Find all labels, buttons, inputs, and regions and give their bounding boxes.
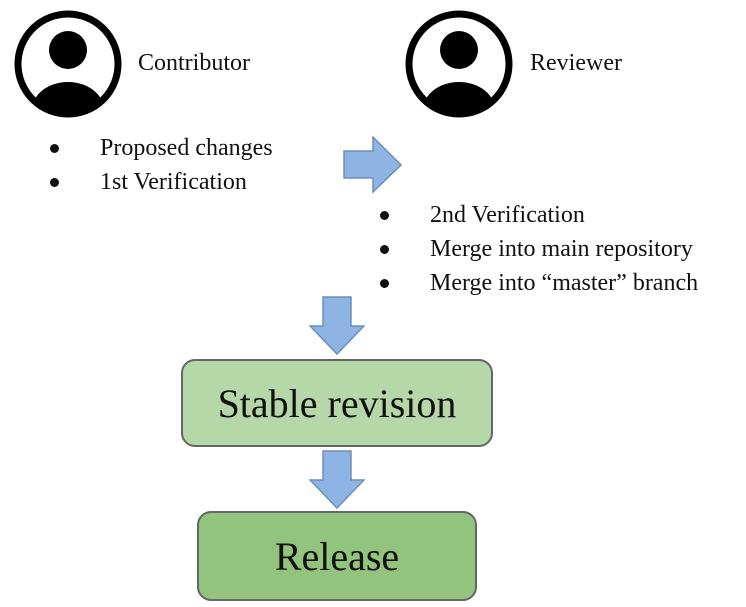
reviewer-label: Reviewer: [530, 50, 622, 76]
reviewer-avatar-icon: [405, 10, 513, 118]
right-arrow-icon: [343, 136, 403, 194]
list-item: Merge into “master” branch: [380, 266, 698, 300]
down-arrow-icon: [309, 296, 365, 356]
list-item: 2nd Verification: [380, 198, 698, 232]
down-arrow-icon: [309, 450, 365, 510]
stable-revision-box: Stable revision: [181, 359, 493, 447]
reviewer-task-list: 2nd Verification Merge into main reposit…: [380, 198, 698, 300]
release-box: Release: [197, 511, 477, 601]
bullet-icon: [50, 178, 59, 187]
list-item: 1st Verification: [50, 165, 273, 199]
contributor-label: Contributor: [138, 50, 250, 76]
bullet-icon: [380, 211, 389, 220]
list-item: Proposed changes: [50, 131, 273, 165]
bullet-icon: [50, 144, 59, 153]
contributor-task-list: Proposed changes 1st Verification: [50, 131, 273, 199]
contributor-avatar-icon: [14, 10, 122, 118]
bullet-icon: [380, 245, 389, 254]
bullet-icon: [380, 279, 389, 288]
list-item: Merge into main repository: [380, 232, 698, 266]
